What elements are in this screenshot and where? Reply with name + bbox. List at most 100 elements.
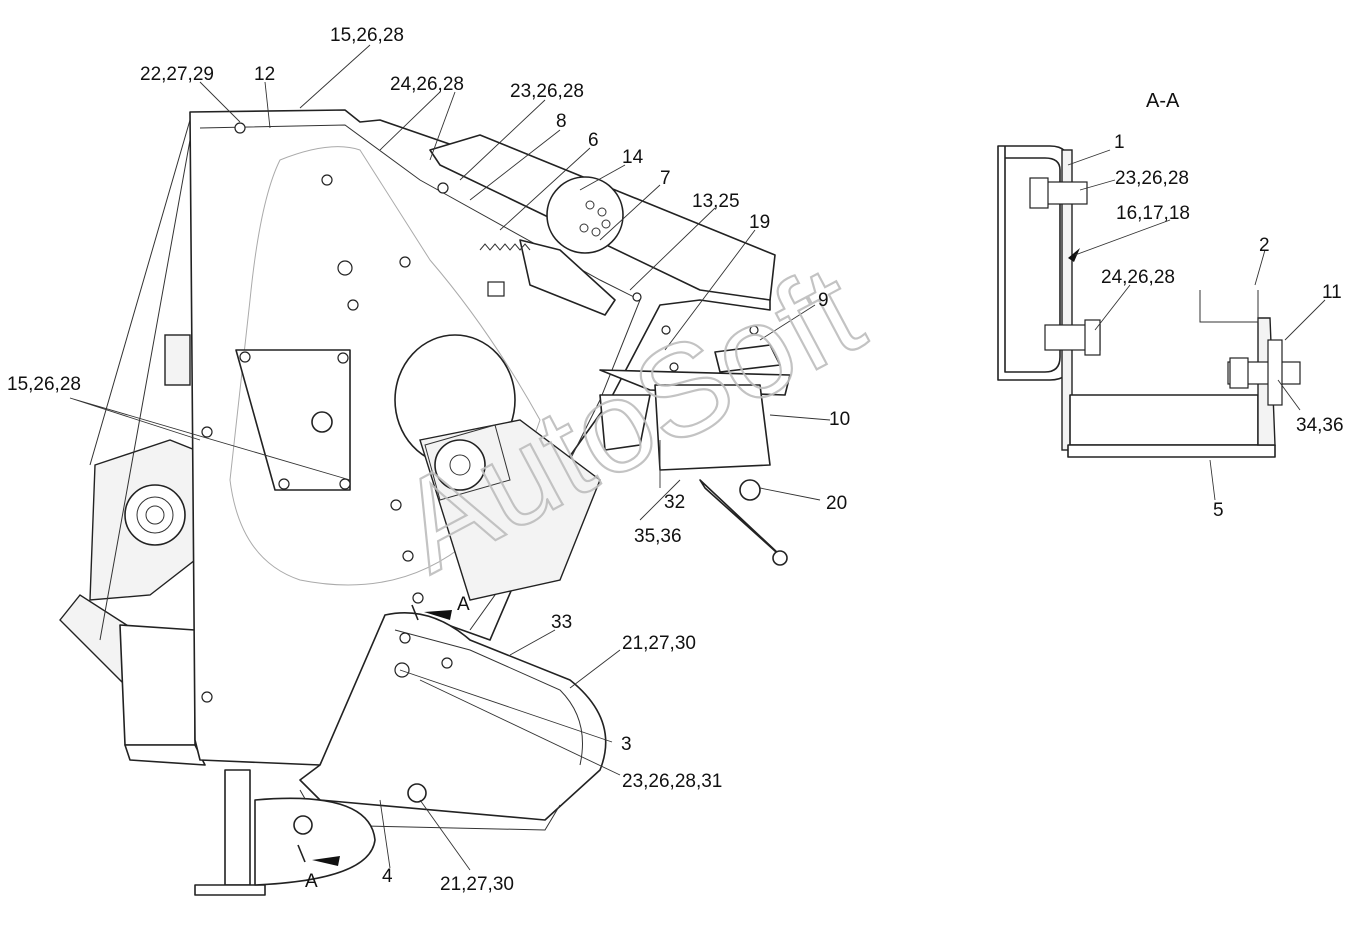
section-washer-right (1267, 339, 1283, 406)
pedal-plate (714, 344, 781, 373)
bracket-box (599, 394, 651, 451)
section-base-box (1069, 394, 1259, 446)
lower-shield-inner (394, 629, 583, 766)
callout: 35,36 (634, 526, 682, 547)
callout: 23,26,28 (510, 81, 584, 102)
side-bracket (654, 384, 771, 471)
callout: 24,26,28 (390, 74, 464, 95)
mounting-plate (235, 349, 351, 491)
drum-hub-plate (424, 424, 511, 501)
adjust-hole-4 (591, 227, 601, 237)
section-mark-top: А (457, 594, 470, 615)
section-mark-bottom-arrow (312, 856, 340, 866)
callout: 10 (829, 409, 850, 430)
spring-coil (479, 243, 531, 251)
gearbox-flange (124, 484, 186, 546)
section-mark-bottom: А (305, 871, 318, 892)
section-mark-top-arrow (424, 610, 452, 620)
lower-disk-hub (293, 815, 313, 835)
callout: 32 (664, 492, 685, 513)
support-foot (194, 884, 266, 896)
callout: 15,26,28 (7, 374, 81, 395)
drum-hub-inner (449, 454, 471, 476)
callout: 13,25 (692, 191, 740, 212)
bolt (347, 299, 359, 311)
section-view (997, 145, 1301, 458)
callout: 21,27,30 (440, 874, 514, 895)
callouts-main: 15,26,28 22,27,29 12 24,26,28 23,26,28 8… (7, 25, 850, 895)
section-nut-upper (1029, 177, 1049, 209)
section-title: А-А (1146, 90, 1180, 112)
bolt (437, 182, 449, 194)
gearbox-flange-inner (136, 496, 174, 534)
bolt (321, 174, 333, 186)
section-mark-bottom-line (297, 844, 306, 863)
mounting-plate-hole (311, 411, 333, 433)
callout: 21,27,30 (622, 633, 696, 654)
callout: 7 (660, 168, 671, 189)
section-arrow-16 (1068, 248, 1080, 262)
adjust-hole-2 (597, 207, 607, 217)
bolt (239, 351, 251, 363)
adjust-hole-1 (585, 200, 595, 210)
callout: 20 (826, 493, 847, 514)
callout: 33 (551, 612, 572, 633)
spring-end-nut (487, 281, 505, 297)
adjust-disk (546, 176, 624, 254)
pivot-20 (739, 479, 761, 501)
section-plate-16 (1061, 149, 1073, 451)
drum-hub (434, 439, 486, 491)
drive-shaft-guard (119, 624, 196, 746)
section-part-2 (1199, 290, 1259, 323)
callout: 16,17,18 (1116, 203, 1190, 224)
callout: 2 (1259, 235, 1270, 256)
callout: 23,26,28,31 (622, 771, 722, 792)
bolt (201, 426, 213, 438)
bolt (399, 256, 411, 268)
gearbox-flange-core (145, 505, 165, 525)
callout: 12 (254, 64, 275, 85)
support-leg (224, 769, 251, 886)
bolt (632, 292, 642, 302)
lever-end-ring (772, 550, 788, 566)
adjust-hole-5 (579, 223, 589, 233)
callout: 23,26,28 (1115, 168, 1189, 189)
bolt (402, 550, 414, 562)
bolt (412, 592, 424, 604)
bolt (394, 662, 410, 678)
callout: 3 (621, 734, 632, 755)
callout: 8 (556, 111, 567, 132)
bolt (337, 352, 349, 364)
frame-upper-block (164, 334, 191, 386)
bolt (234, 122, 246, 134)
section-base-plate (1067, 444, 1276, 458)
section-nut-right (1229, 357, 1249, 389)
callout: 4 (382, 866, 393, 887)
lower-shield (299, 612, 607, 821)
bolt (339, 478, 351, 490)
section-leaders (1067, 149, 1326, 501)
adjust-hole-3 (601, 219, 611, 229)
callout: 22,27,29 (140, 64, 214, 85)
bolt (441, 657, 453, 669)
callout: 14 (622, 147, 644, 168)
callout: 11 (1322, 282, 1342, 303)
bolt (749, 325, 759, 335)
callout: 19 (749, 212, 770, 233)
callout: 15,26,28 (330, 25, 404, 46)
bolt (278, 478, 290, 490)
callout: 24,26,28 (1101, 267, 1175, 288)
bolt (337, 260, 353, 276)
callout: 5 (1213, 500, 1224, 521)
lower-guard (124, 744, 206, 766)
bolt (661, 325, 671, 335)
bolt (399, 632, 411, 644)
bolt (201, 691, 213, 703)
main-view (59, 109, 791, 896)
section-nut-lower (1084, 319, 1101, 356)
callout: 9 (818, 290, 829, 311)
side-plate-bolts (201, 122, 759, 703)
callouts-section: 1 23,26,28 16,17,18 2 24,26,28 11 34,36 … (1101, 132, 1344, 521)
